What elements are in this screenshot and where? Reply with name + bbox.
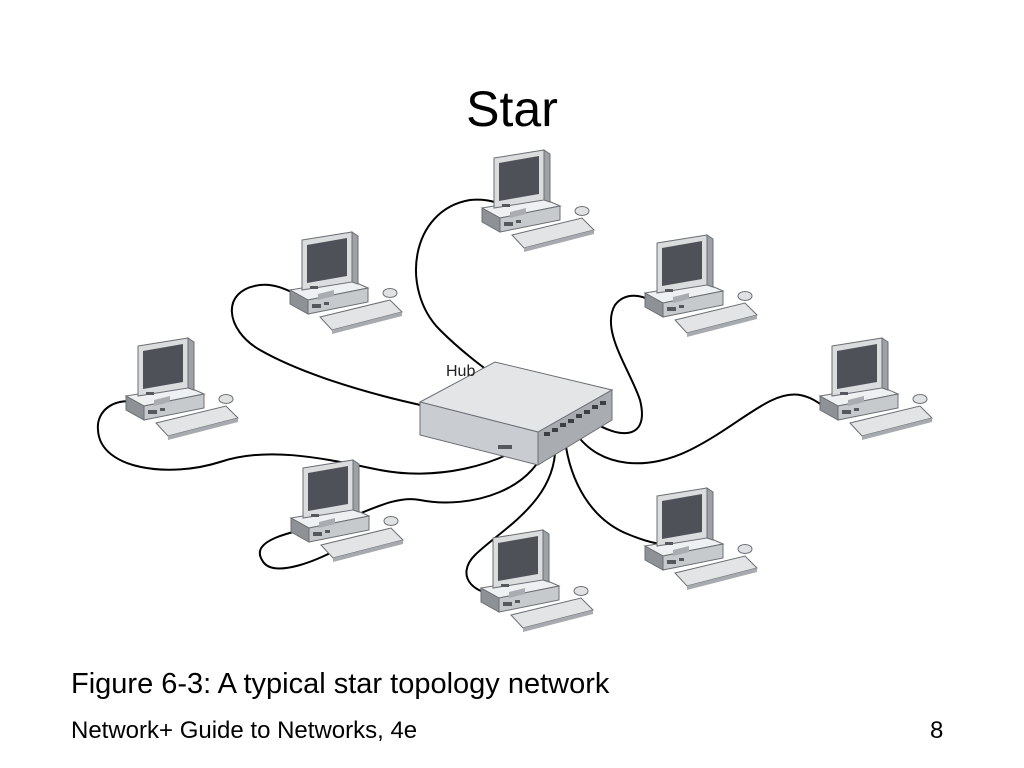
workstation-lower-right: [644, 487, 758, 591]
hub-label: Hub: [446, 363, 475, 380]
workstation-top: [481, 149, 595, 253]
workstation-upper-right: [644, 234, 758, 338]
cable-left: [96, 400, 546, 475]
figure-caption: Figure 6-3: A typical star topology netw…: [71, 668, 610, 700]
hub-ports: [544, 401, 606, 436]
workstation-left: [125, 337, 239, 441]
footer-text: Network+ Guide to Networks, 4e: [71, 717, 418, 744]
workstation-lower-left: [290, 459, 404, 563]
slide-title: Star: [466, 81, 558, 137]
cable-upper-right: [589, 294, 651, 434]
hub: [418, 361, 614, 466]
cable-right: [574, 393, 831, 465]
workstation-bottom: [480, 529, 594, 633]
workstation-right: [819, 337, 933, 441]
workstation-upper-left: [289, 231, 403, 335]
page-number: 8: [930, 717, 944, 744]
